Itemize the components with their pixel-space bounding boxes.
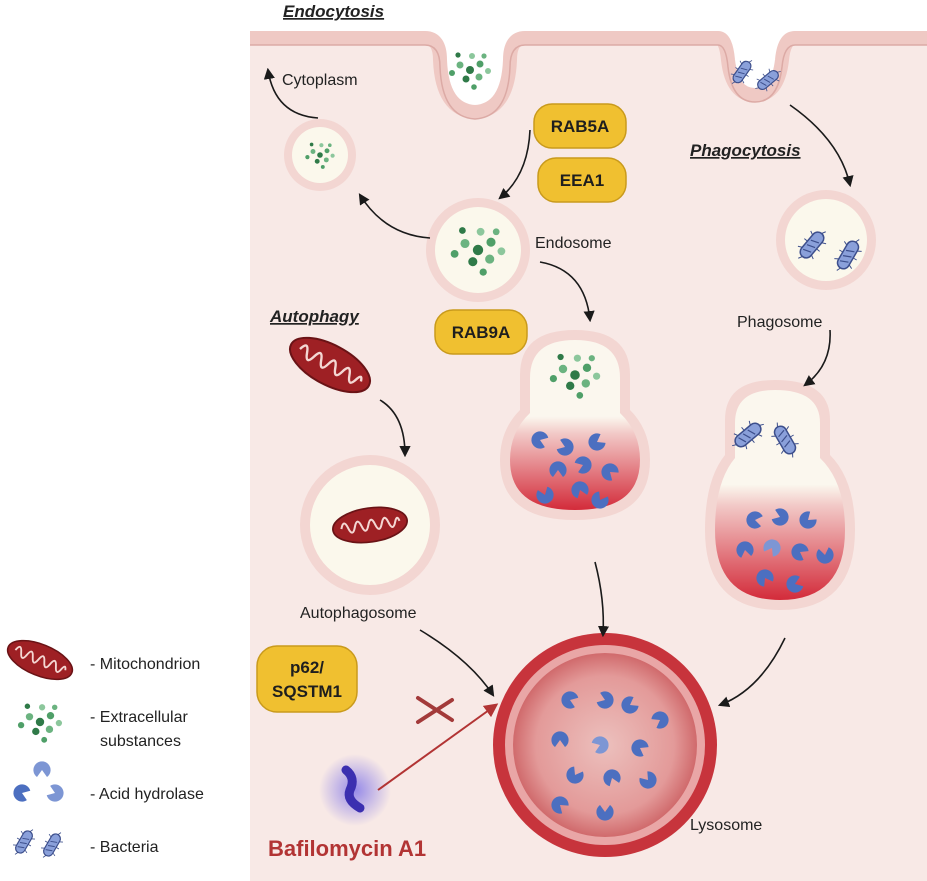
eea1-label: EEA1 [560, 171, 604, 190]
phagolysosome [705, 380, 855, 610]
arrow-endosome-to-recycling [358, 193, 431, 239]
arrow-phagolysosome-to-lysosome [717, 637, 786, 708]
pathway-arrows [263, 67, 854, 708]
rab9a-badge: RAB9A [434, 309, 528, 355]
p62-badge: p62/ SQSTM1 [256, 645, 358, 713]
legend-extracellular-label-line1: - Extracellular [90, 709, 188, 726]
arrow-mito-to-autophagosome [379, 399, 411, 458]
bafilomycin-label: Bafilomycin A1 [268, 836, 426, 861]
p62-label-line2: SQSTM1 [272, 682, 342, 701]
arrow-phagocytosis-to-phagosome [789, 104, 854, 188]
lysosome [493, 633, 717, 857]
phagosome [776, 190, 876, 290]
rab5a-badge: RAB5A [533, 103, 627, 149]
endosome [426, 198, 530, 302]
legend-bacteria-label: - Bacteria [90, 839, 159, 856]
legend-extracellular: - Extracellular substances [17, 703, 188, 750]
rab9a-label: RAB9A [452, 323, 511, 342]
arrow-endosome-to-fusion [539, 261, 595, 323]
p62-label-line1: p62/ [290, 658, 324, 677]
endocytosis-pit-particles [449, 52, 491, 90]
arrow-fusion-to-lysosome [594, 561, 610, 638]
inhibition-cross [416, 696, 454, 724]
endolysosome [500, 330, 650, 520]
legend-acid-hydrolase: - Acid hydrolase [10, 761, 204, 805]
arrow-autophagosome-to-lysosome [419, 629, 495, 697]
autophagosome [300, 455, 440, 595]
bafilomycin-molecule [319, 754, 391, 826]
eea1-badge: EEA1 [537, 157, 627, 203]
legend: - Mitochondrion - Extracellular substanc… [1, 631, 204, 863]
legend-mitochondrion: - Mitochondrion [1, 631, 200, 689]
autophagy-title: Autophagy [269, 307, 360, 326]
endocytosis-title: Endocytosis [283, 2, 384, 21]
autophagosome-label: Autophagosome [300, 605, 417, 622]
bafilomycin-arrow [377, 703, 499, 791]
phagocytosis-title: Phagocytosis [690, 141, 801, 160]
recycling-vesicle [284, 119, 356, 191]
arrow-phagosome-to-fusion [803, 329, 831, 387]
phagosome-label: Phagosome [737, 314, 822, 331]
endosome-label: Endosome [535, 235, 612, 252]
legend-extracellular-label-line2: substances [100, 733, 181, 750]
legend-mitochondrion-label: - Mitochondrion [90, 656, 200, 673]
legend-bacteria: - Bacteria [8, 824, 159, 863]
arrow-endocytosis-to-endosome [498, 129, 531, 200]
rab5a-label: RAB5A [551, 117, 610, 136]
cytoplasm-label: Cytoplasm [282, 72, 358, 89]
arrow-to-cytoplasm [263, 67, 319, 119]
lysosome-label: Lysosome [690, 817, 762, 834]
legend-acid-hydrolase-label: - Acid hydrolase [90, 786, 204, 803]
